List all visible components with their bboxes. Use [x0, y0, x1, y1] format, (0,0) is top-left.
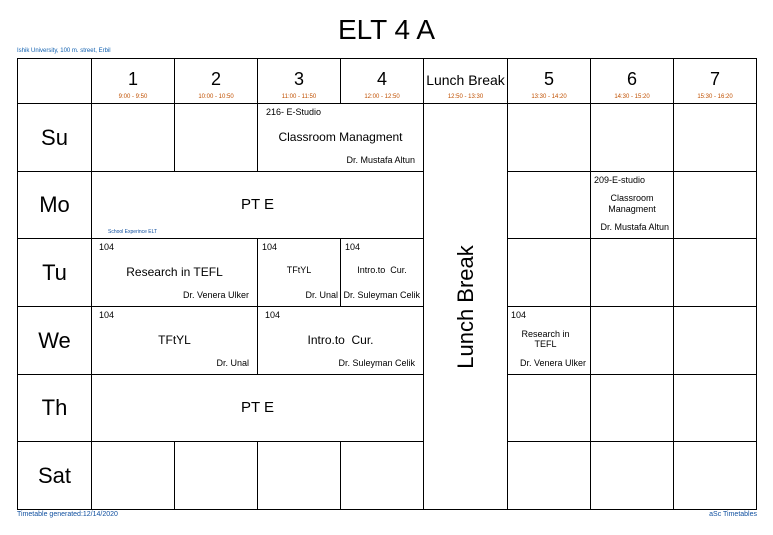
lesson-subject: Classroom	[610, 193, 654, 203]
empty-slot[interactable]	[91, 441, 175, 510]
period-number: 1	[127, 69, 138, 89]
empty-slot[interactable]	[590, 441, 674, 510]
lesson-cell[interactable]: PT E School Experince ELT	[91, 171, 424, 239]
lesson-subject: PT E	[240, 399, 275, 416]
lunch-break-cell: Lunch Break	[423, 103, 508, 510]
lesson-teacher: Dr. Suleyman Celik	[343, 290, 420, 300]
lesson-teacher: Dr. Venera Ulker	[519, 358, 586, 368]
empty-slot[interactable]	[673, 103, 757, 172]
lesson-room: 216- E-Studio	[266, 107, 322, 117]
empty-slot[interactable]	[91, 103, 175, 172]
day-label: Mo	[17, 171, 92, 239]
empty-slot[interactable]	[507, 171, 591, 239]
empty-slot[interactable]	[174, 441, 258, 510]
empty-slot[interactable]	[507, 441, 591, 510]
lesson-subject: Research in TEFL	[126, 265, 223, 279]
lesson-cell[interactable]: PT E	[91, 374, 424, 442]
corner-cell	[17, 58, 92, 104]
page-title: ELT 4 A	[337, 14, 436, 45]
school-address: Ishik University, 100 m. street, Erbil	[17, 48, 111, 54]
period-number: 2	[210, 69, 221, 89]
period-number: 7	[709, 69, 720, 89]
empty-slot[interactable]	[590, 306, 674, 375]
period-header: 5 13:30 - 14:20	[507, 58, 591, 104]
period-header: Lunch Break 12:50 - 13:30	[423, 58, 508, 104]
period-header: 2 10:00 - 10:50	[174, 58, 258, 104]
lesson-teacher: Dr. Unal	[216, 358, 249, 368]
period-header: 6 14:30 - 15:20	[590, 58, 674, 104]
period-number: 5	[543, 69, 554, 89]
lesson-teacher: Dr. Mustafa Altun	[346, 155, 415, 165]
lesson-cell[interactable]: 209-E-studio Classroom Managment Dr. Mus…	[590, 171, 674, 239]
period-time: 9:00 - 9:50	[118, 94, 148, 100]
period-time: 15:30 - 16:20	[697, 94, 733, 100]
day-label: Th	[17, 374, 92, 442]
day-label: Tu	[17, 238, 92, 307]
empty-slot[interactable]	[340, 441, 424, 510]
lunch-break-label: Lunch Break	[452, 244, 478, 369]
lesson-note: School Experince ELT	[108, 229, 158, 235]
period-header: 7 15:30 - 16:20	[673, 58, 757, 104]
empty-slot[interactable]	[673, 441, 757, 510]
lesson-room: 104	[511, 310, 527, 320]
empty-slot[interactable]	[673, 374, 757, 442]
empty-slot[interactable]	[590, 374, 674, 442]
empty-slot[interactable]	[673, 171, 757, 239]
lesson-teacher: Dr. Mustafa Altun	[600, 222, 669, 232]
lesson-cell[interactable]: 104 Research in TEFL Dr. Venera Ulker	[91, 238, 258, 307]
empty-slot[interactable]	[507, 238, 591, 307]
period-header: 1 9:00 - 9:50	[91, 58, 175, 104]
empty-slot[interactable]	[174, 103, 258, 172]
empty-slot[interactable]	[590, 238, 674, 307]
empty-slot[interactable]	[673, 238, 757, 307]
period-time: 12:50 - 13:30	[447, 94, 484, 100]
empty-slot[interactable]	[507, 374, 591, 442]
lesson-room: 104	[262, 242, 278, 252]
lesson-subject: TEFL	[534, 339, 557, 349]
lesson-cell[interactable]: 104 Intro.to Cur. Dr. Suleyman Celik	[340, 238, 424, 307]
lesson-room: 104	[265, 310, 281, 320]
period-time: 12:00 - 12:50	[364, 94, 400, 100]
lesson-room: 104	[345, 242, 361, 252]
lesson-subject: Intro.to Cur.	[307, 333, 374, 347]
lesson-cell[interactable]: 104 TFtYL Dr. Unal	[91, 306, 258, 375]
lesson-subject: Managment	[608, 204, 656, 214]
lesson-subject: Intro.to Cur.	[357, 265, 407, 275]
lesson-subject: Classroom Managment	[278, 130, 403, 144]
lesson-teacher: Dr. Unal	[305, 290, 338, 300]
empty-slot[interactable]	[590, 103, 674, 172]
period-header: 4 12:00 - 12:50	[340, 58, 424, 104]
generated-date: Timetable generated:12/14/2020	[17, 511, 118, 518]
lesson-teacher: Dr. Venera Ulker	[182, 290, 249, 300]
lesson-cell[interactable]: 216- E-Studio Classroom Managment Dr. Mu…	[257, 103, 424, 172]
empty-slot[interactable]	[507, 103, 591, 172]
empty-slot[interactable]	[257, 441, 341, 510]
period-header: 3 11:00 - 11:50	[257, 58, 341, 104]
period-number: 6	[626, 69, 637, 89]
lesson-cell[interactable]: 104 TFtYL Dr. Unal	[257, 238, 341, 307]
lesson-room: 104	[99, 242, 115, 252]
lesson-subject: Research in	[521, 329, 570, 339]
period-time: 11:00 - 11:50	[281, 94, 317, 100]
day-label: Su	[17, 103, 92, 172]
brand-credit: aSc Timetables	[709, 511, 757, 518]
lesson-cell[interactable]: 104 Research in TEFL Dr. Venera Ulker	[507, 306, 591, 375]
period-number: 4	[376, 69, 387, 89]
lesson-teacher: Dr. Suleyman Celik	[338, 358, 415, 368]
period-time: 10:00 - 10:50	[198, 94, 234, 100]
lesson-cell[interactable]: 104 Intro.to Cur. Dr. Suleyman Celik	[257, 306, 424, 375]
period-time: 14:30 - 15:20	[614, 94, 650, 100]
period-number: 3	[293, 69, 304, 89]
period-number: Lunch Break	[426, 72, 505, 88]
lesson-room: 209-E-studio	[594, 175, 646, 185]
day-label: Sat	[17, 441, 92, 510]
lesson-subject: TFtYL	[286, 265, 312, 275]
day-label: We	[17, 306, 92, 375]
empty-slot[interactable]	[673, 306, 757, 375]
period-time: 13:30 - 14:20	[531, 94, 567, 100]
lesson-subject: PT E	[240, 196, 275, 213]
lesson-room: 104	[99, 310, 115, 320]
lesson-subject: TFtYL	[158, 333, 191, 347]
